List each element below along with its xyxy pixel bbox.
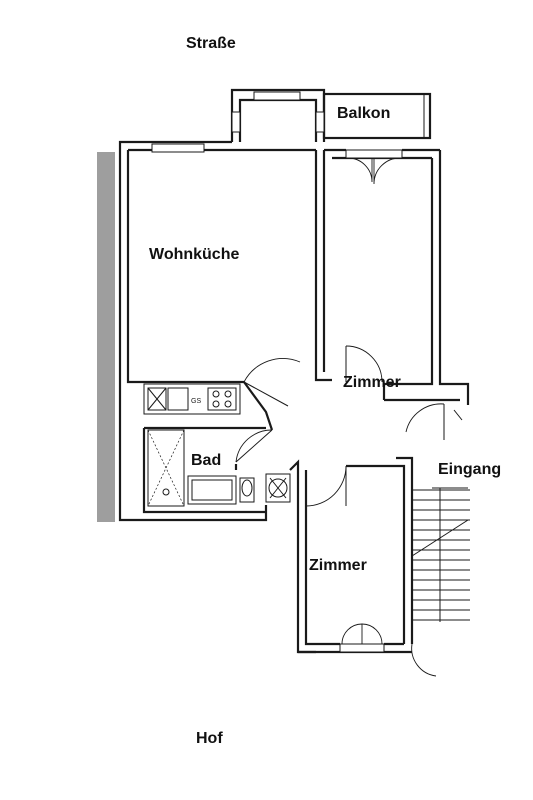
window-room-top xyxy=(345,149,403,159)
facade-strip xyxy=(97,152,115,522)
room-top xyxy=(314,148,470,405)
room-kitchen-living: GS xyxy=(118,140,316,522)
stair-treads xyxy=(412,489,470,621)
bay-walls xyxy=(230,88,326,142)
shower xyxy=(147,429,185,507)
window-bay-left xyxy=(231,111,241,133)
toilet xyxy=(239,477,255,503)
label-kitchen-living: Wohnküche xyxy=(149,246,240,263)
label-yard: Hof xyxy=(196,730,223,747)
room-bath xyxy=(142,426,316,654)
label-balcony: Balkon xyxy=(337,105,391,122)
svg-text:GS: GS xyxy=(191,398,201,405)
label-bath: Bad xyxy=(191,452,222,469)
window-bay-top xyxy=(253,91,301,101)
hallway xyxy=(235,358,301,463)
label-room-bottom: Zimmer xyxy=(309,557,367,574)
room-bottom xyxy=(298,456,437,677)
bathtub xyxy=(187,475,237,505)
window-kitchen xyxy=(151,143,205,153)
staircase xyxy=(405,403,470,622)
label-entrance: Eingang xyxy=(438,461,502,478)
label-street: Straße xyxy=(186,35,236,52)
window-bay-right xyxy=(315,111,325,133)
window-room-bottom xyxy=(339,643,385,653)
kitchen-counter xyxy=(143,383,241,415)
label-room-top: Zimmer xyxy=(343,374,401,391)
